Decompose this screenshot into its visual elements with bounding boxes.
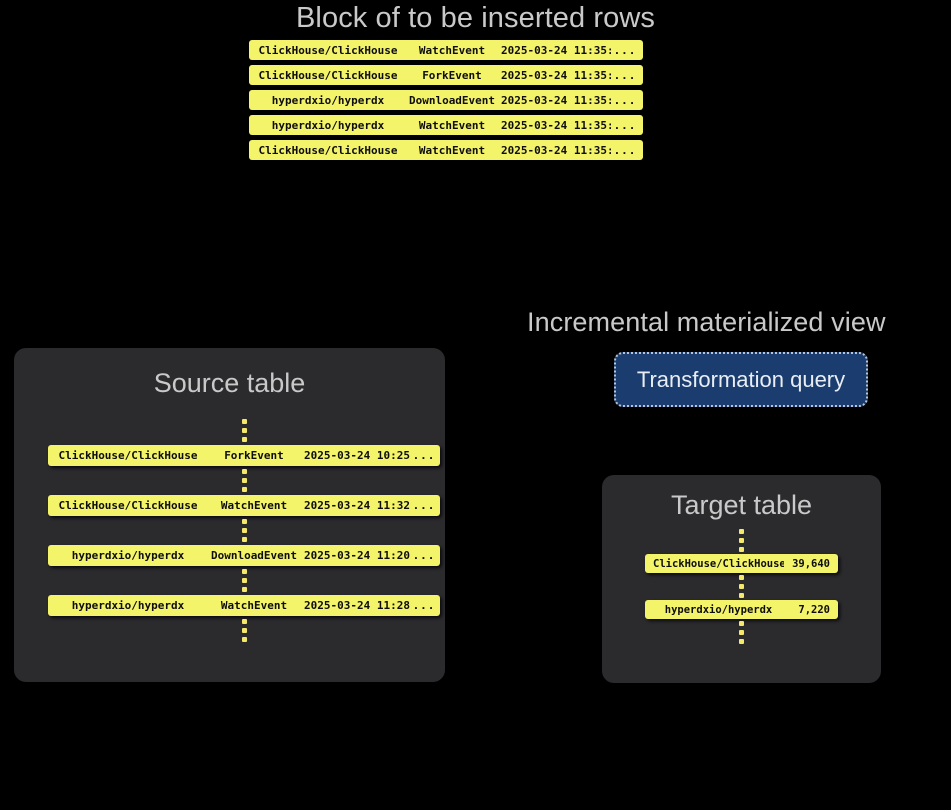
row-more-columns: ...: [412, 499, 436, 512]
target-table-rows: ClickHouse/ClickHouse 39,640 hyperdxio/hyp…: [645, 527, 838, 646]
row-timestamp: 2025-03-24 11:35:40: [501, 43, 611, 57]
row-event-type: WatchEvent: [418, 43, 486, 57]
ellipsis-dot: [241, 419, 247, 424]
source-table-panel: Source table ClickHouse/ClickHouse ForkEv…: [14, 348, 445, 682]
ellipsis-dot: [241, 528, 247, 533]
incremental-materialized-view-heading: Incremental materialized view: [527, 307, 886, 337]
row-count: 39,640: [792, 557, 830, 570]
table-row[interactable]: ClickHouse/ClickHouse ForkEvent 2025-03-24…: [249, 65, 643, 85]
target-table-panel: Target table ClickHouse/ClickHouse 39,640…: [602, 475, 881, 683]
ellipsis-dot: [241, 487, 247, 492]
row-event-type: ForkEvent: [224, 449, 284, 462]
row-event-type: WatchEvent: [220, 599, 288, 612]
row-repo: ClickHouse/ClickHouse: [258, 68, 398, 82]
ellipsis-dot: [241, 437, 247, 442]
table-row[interactable]: ClickHouse/ClickHouse WatchEvent 2025-03-2…: [249, 40, 643, 60]
table-row[interactable]: hyperdxio/hyperdx 7,220: [645, 600, 838, 619]
ellipsis-dot: [241, 578, 247, 583]
row-more-columns: ...: [613, 93, 637, 107]
row-repo: ClickHouse/ClickHouse: [258, 43, 398, 57]
row-timestamp: 2025-03-24 10:25:00: [304, 449, 412, 462]
ellipsis-dot: [739, 593, 744, 598]
vertical-ellipsis-icon: [48, 466, 440, 495]
ellipsis-dot: [739, 621, 744, 626]
row-more-columns: ...: [412, 449, 436, 462]
ellipsis-dot: [739, 547, 744, 552]
ellipsis-dot: [241, 619, 247, 624]
ellipsis-dot: [241, 469, 247, 474]
ellipsis-dot: [241, 628, 247, 633]
ellipsis-dot: [241, 569, 247, 574]
row-timestamp: 2025-03-24 11:35:44: [501, 68, 611, 82]
transformation-query-label: Transformation query: [636, 366, 846, 392]
ellipsis-dot: [739, 584, 744, 589]
vertical-ellipsis-icon: [48, 566, 440, 595]
row-more-columns: ...: [613, 143, 637, 157]
row-more-columns: ...: [412, 599, 436, 612]
row-more-columns: ...: [412, 549, 436, 562]
table-row[interactable]: hyperdxio/hyperdx WatchEvent 2025-03-24 11…: [249, 115, 643, 135]
ellipsis-dot: [739, 639, 744, 644]
vertical-ellipsis-icon: [48, 616, 440, 645]
source-table-rows: ClickHouse/ClickHouse ForkEvent 2025-03-24…: [48, 416, 440, 645]
row-timestamp: 2025-03-24 11:28:32: [304, 599, 412, 612]
table-row[interactable]: hyperdxio/hyperdx DownloadEvent 2025-03-24…: [48, 545, 440, 566]
row-timestamp: 2025-03-24 11:35:52: [501, 118, 611, 132]
vertical-ellipsis-icon: [645, 573, 838, 600]
row-event-type: WatchEvent: [418, 118, 486, 132]
row-repo: hyperdxio/hyperdx: [664, 603, 773, 616]
row-repo: ClickHouse/ClickHouse: [258, 143, 398, 157]
table-row[interactable]: ClickHouse/ClickHouse WatchEvent 2025-03-2…: [249, 140, 643, 160]
source-table-title: Source table: [153, 368, 306, 398]
table-row[interactable]: hyperdxio/hyperdx WatchEvent 2025-03-24 11…: [48, 595, 440, 616]
ellipsis-dot: [241, 519, 247, 524]
row-event-type: DownloadEvent: [210, 549, 298, 562]
vertical-ellipsis-icon: [645, 619, 838, 646]
table-row[interactable]: hyperdxio/hyperdx DownloadEvent 2025-03-24…: [249, 90, 643, 110]
ellipsis-dot: [241, 537, 247, 542]
row-timestamp: 2025-03-24 11:35:54: [501, 143, 611, 157]
row-repo: ClickHouse/ClickHouse: [58, 449, 198, 462]
vertical-ellipsis-icon: [48, 516, 440, 545]
table-row[interactable]: ClickHouse/ClickHouse 39,640: [645, 554, 838, 573]
table-row[interactable]: ClickHouse/ClickHouse ForkEvent 2025-03-24…: [48, 445, 440, 466]
ellipsis-dot: [739, 529, 744, 534]
row-count: 7,220: [798, 603, 830, 616]
ellipsis-dot: [241, 587, 247, 592]
row-timestamp: 2025-03-24 11:20:12: [304, 549, 412, 562]
row-timestamp: 2025-03-24 11:35:48: [501, 93, 611, 107]
vertical-ellipsis-icon: [48, 416, 440, 445]
ellipsis-dot: [241, 478, 247, 483]
ellipsis-dot: [739, 630, 744, 635]
table-row[interactable]: ClickHouse/ClickHouse WatchEvent 2025-03-2…: [48, 495, 440, 516]
target-table-title: Target table: [670, 490, 813, 520]
row-repo: ClickHouse/ClickHouse: [653, 557, 784, 570]
vertical-ellipsis-icon: [645, 527, 838, 554]
ellipsis-dot: [739, 575, 744, 580]
block-heading: Block of to be inserted rows: [295, 2, 656, 34]
row-event-type: DownloadEvent: [408, 93, 496, 107]
ellipsis-dot: [739, 538, 744, 543]
ellipsis-dot: [241, 428, 247, 433]
row-repo: hyperdxio/hyperdx: [71, 599, 185, 612]
row-more-columns: ...: [613, 68, 637, 82]
row-event-type: WatchEvent: [418, 143, 486, 157]
transformation-query-box[interactable]: Transformation query: [614, 352, 868, 407]
ellipsis-dot: [241, 637, 247, 642]
row-event-type: WatchEvent: [220, 499, 288, 512]
row-event-type: ForkEvent: [422, 68, 482, 82]
row-repo: hyperdxio/hyperdx: [271, 118, 385, 132]
row-repo: ClickHouse/ClickHouse: [58, 499, 198, 512]
row-repo: hyperdxio/hyperdx: [271, 93, 385, 107]
row-more-columns: ...: [613, 118, 637, 132]
row-timestamp: 2025-03-24 11:32:54: [304, 499, 412, 512]
row-repo: hyperdxio/hyperdx: [71, 549, 185, 562]
row-more-columns: ...: [613, 43, 637, 57]
